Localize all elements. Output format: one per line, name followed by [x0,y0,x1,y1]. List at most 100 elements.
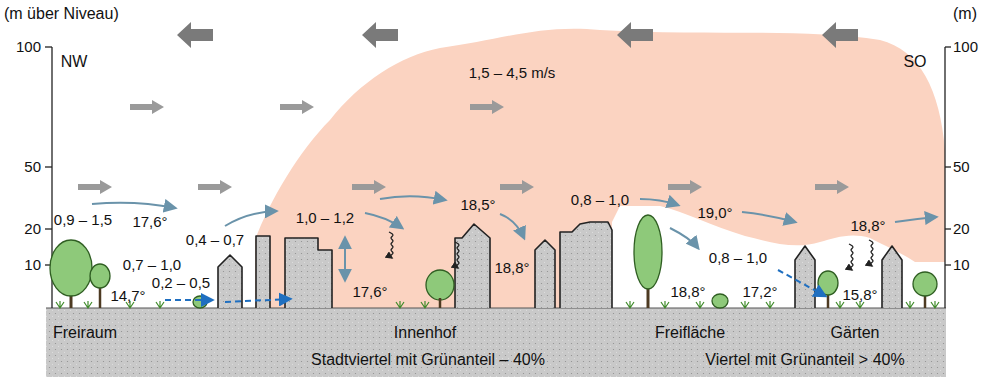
heat-emission-arrows [389,232,873,270]
temperature: 17,6° [132,214,167,230]
area-name: Freifläche [655,325,725,341]
temperature: 15,8° [842,287,877,303]
temperature: 19,0° [697,205,732,221]
wind-arrow [617,22,653,48]
axis-tick: 100 [953,39,978,55]
drawing-part [818,271,838,295]
drawing-part [500,214,524,238]
drawing-part [45,46,52,47]
drawing-part [712,294,728,308]
wind-speed: 1,0 – 1,2 [296,210,354,226]
temperature: 17,6° [352,284,387,300]
drawing-part [945,166,951,167]
grass-tuft [696,301,704,308]
axis-title: (m über Niveau) [4,6,119,22]
wind-speed: 0,9 – 1,5 [54,212,112,228]
drawing-part [92,203,175,208]
wind-arrow [500,180,534,194]
wind-arrow [470,100,504,114]
direction-label: NW [61,54,88,70]
wind-arrow [815,180,849,194]
drawing-part [426,270,454,300]
drawing-part [90,264,110,288]
upper-wind-arrows [177,22,858,48]
wind-arrow [78,180,112,194]
temperature: 18,5° [460,197,495,213]
axis-tick: 10 [953,257,970,273]
heat-arrow [849,244,853,270]
temperature: 14,7° [110,288,145,304]
grass-tuft [766,301,774,308]
drawing-part [945,264,951,265]
area-name: Gärten [831,325,880,341]
drawing-part [225,211,276,226]
district-caption: Stadtviertel mit Grünanteil – 40% [311,352,545,368]
temperature: 18,8° [670,284,705,300]
drawing-part [670,228,698,248]
drawing-part [742,212,795,222]
axis-tick: 100 [16,39,41,55]
grass-tuft [56,301,64,308]
axis-unit: (m) [953,6,977,22]
drawing-part [50,240,92,296]
drawing-part [895,217,936,222]
trees [50,215,937,308]
grass-tuft [661,301,669,308]
district-caption: Viertel mit Grünanteil > 40% [705,352,904,368]
ground [46,308,946,377]
drawing-part [439,298,442,308]
wind-speed: 0,2 – 0,5 [152,275,210,291]
drawing-part [913,272,937,296]
drawing-part [193,296,207,308]
drawing-part [945,228,951,229]
grass-tuft [421,301,429,308]
wind-arrow [352,180,386,194]
wind-speed: 0,4 – 0,7 [186,232,244,248]
grass-tuft [931,301,939,308]
wind-speed: 1,5 – 4,5 m/s [469,65,556,81]
grass-tuft [396,301,404,308]
grass-tufts [56,301,939,308]
wind-arrow [822,22,858,48]
axis-tick: 50 [953,159,970,175]
grass-tuft [84,301,92,308]
grass-tuft [741,301,749,308]
wind-speed: 0,8 – 1,0 [709,250,767,266]
drawing-part [344,258,346,280]
grass-tuft [626,301,634,308]
heat-arrow [869,240,873,266]
wind-arrow [177,22,213,48]
temperature: 18,8° [494,260,529,276]
wind-arrow [130,100,164,114]
axis-tick: 20 [953,221,970,237]
heat-arrow [455,242,459,268]
axis-tick: 50 [24,159,41,175]
drawing-part [165,299,212,301]
wind-arrow [280,100,314,114]
drawing-part [45,228,52,229]
heat-arrow [389,232,393,258]
area-name: Freiraum [53,325,117,341]
wind-arrow [362,22,398,48]
wind-arrow [198,180,232,194]
grass-tuft [156,301,164,308]
direction-label: SO [903,54,926,70]
height-axes [45,47,951,308]
temperature: 18,8° [850,218,885,234]
temperature: 17,2° [742,284,777,300]
axis-tick: 20 [24,221,41,237]
wind-speed: 0,7 – 1,0 [123,257,181,273]
drawing-part [365,213,402,228]
regional-wind-arrows [78,100,849,194]
drawing-part [778,270,825,296]
axis-tick: 10 [24,257,41,273]
drawing-part [380,196,445,200]
drawing-part [945,46,951,47]
air-flow-lines [92,196,936,280]
drawing-part [634,215,662,289]
buildings [218,222,902,308]
drawing-part [640,199,678,205]
drawing-part [344,238,346,258]
